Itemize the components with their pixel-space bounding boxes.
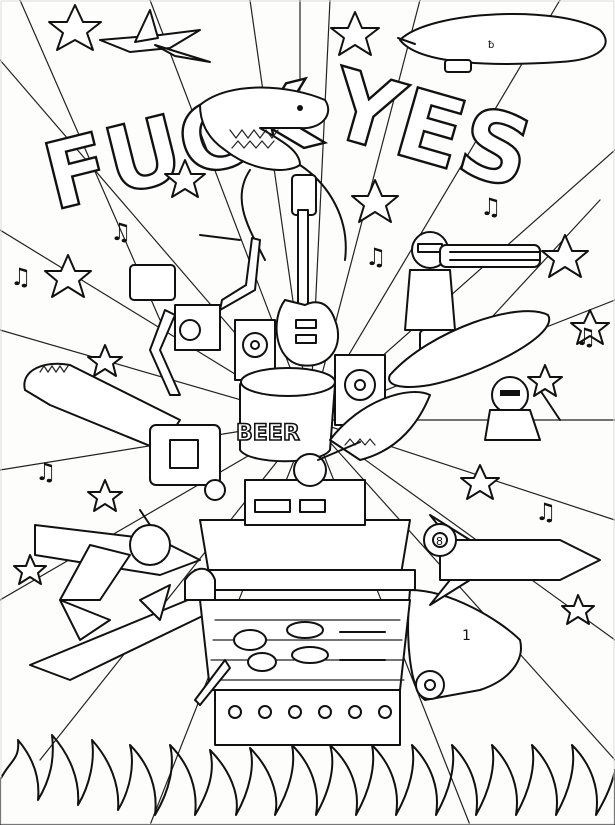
grill: [184, 441, 416, 746]
music-note: ♫: [110, 218, 132, 246]
blimp: ƀ: [397, 13, 607, 73]
title-word-2-text: YES: [316, 47, 544, 211]
bomb: [129, 509, 171, 566]
chainsaw: [23, 362, 226, 501]
eight-ball-number: 8: [436, 535, 443, 548]
surfboard: [388, 310, 551, 388]
music-note: ♫: [535, 498, 557, 526]
flames: [0, 734, 615, 825]
robot-arm: [129, 234, 261, 396]
music-notes: ♫ ♫ ♫ ♫ ♫ ♫ ♫: [10, 193, 597, 526]
sports-car: 1: [407, 589, 522, 701]
shark: [329, 391, 431, 461]
music-note: ♫: [10, 263, 32, 291]
stars: [13, 4, 610, 625]
music-note: ♫: [365, 243, 387, 271]
missile: [429, 514, 601, 606]
beer-label: BEER: [236, 421, 300, 446]
music-note: ♫: [35, 458, 57, 486]
ninja: [484, 376, 561, 441]
electric-guitar: [275, 174, 340, 367]
eight-ball: 8: [423, 523, 457, 557]
music-note: ♫: [575, 323, 597, 351]
title-word-2: YES: [315, 46, 546, 213]
car-door-number: 1: [462, 628, 471, 644]
t-rex: [199, 86, 347, 261]
beer-can: BEER: [235, 367, 336, 463]
pterodactyl: [99, 9, 211, 63]
music-note: ♫: [480, 193, 502, 221]
svg-text:ƀ: ƀ: [488, 40, 494, 51]
